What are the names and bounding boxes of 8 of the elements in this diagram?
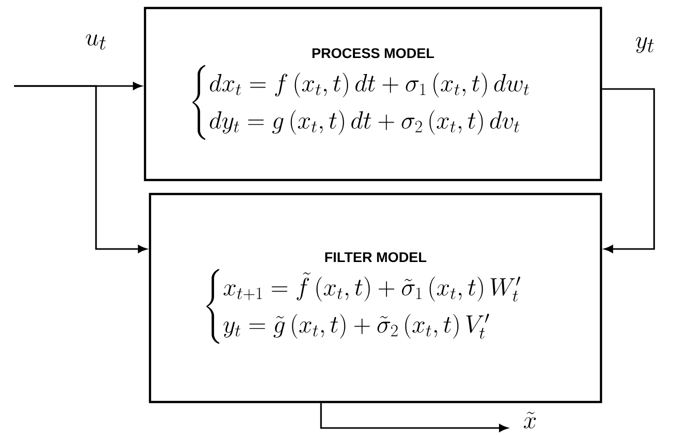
- arrow: [14, 85, 147, 253]
- edge-label: $u_t$: [84, 34, 108, 50]
- edge-label: $\tilde{x}$: [522, 410, 538, 430]
- arrow: [602, 88, 655, 253]
- model-box: FILTER MODEL $\begin{cases} x_{t+1} = \tilde{f}\left(x_t,t\right) + \tilde{\sigma}_1\left(x_t,t\right)W'_t \\ y_t = \tilde{g}\left(x_t,t\right) + \tilde{\sigma}_2\left(x_t,t\right)V'_t \end{cases}$: [148, 192, 602, 404]
- edge-label: $y_t$: [634, 36, 656, 54]
- arrow: [320, 403, 508, 432]
- model-box: PROCESS MODEL $\begin{cases} dx_t = f\left(x_t,t\right)dt + \sigma_1\left(x_t,t\right)dw_t \\ dy_t = g\left(x_t,t\right)dt + \sigma_2\left(x_t,t\right)dv_t \end{cases}$: [144, 6, 602, 182]
